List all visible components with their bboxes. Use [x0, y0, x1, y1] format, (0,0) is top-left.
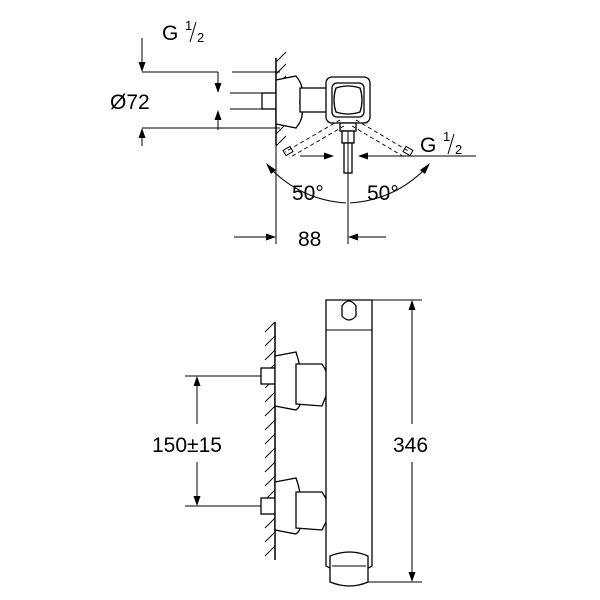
thread-top-numerator: 1 — [185, 18, 192, 33]
thread-side-numerator: 1 — [443, 129, 450, 144]
height-label: 346 — [393, 434, 428, 457]
thread-side-dimension: G 1 2 — [398, 129, 476, 157]
angle-right-label: 50° — [367, 182, 399, 205]
thread-side-prefix: G — [420, 134, 436, 157]
upper-connection — [260, 351, 329, 411]
lower-connection — [260, 477, 329, 535]
depth-dimension: 88 — [234, 145, 386, 251]
thread-top-denominator: 2 — [197, 30, 204, 45]
spacing-label: 150±15 — [152, 434, 222, 457]
thread-top-prefix: G — [162, 22, 178, 45]
angle-dimensions: 50° 50° — [266, 152, 430, 210]
top-fixture — [261, 75, 371, 174]
thread-side-denominator: 2 — [455, 142, 462, 157]
height-dimension: 346 — [356, 299, 428, 583]
diameter-label: Ø72 — [110, 91, 150, 114]
swing-positions — [282, 119, 414, 159]
front-view: 150±15 346 — [152, 299, 428, 587]
depth-label: 88 — [298, 228, 321, 251]
thread-top-dimension: G 1 2 — [142, 18, 262, 130]
angle-left-label: 50° — [292, 182, 324, 205]
spacing-dimension: 150±15 — [152, 375, 261, 507]
diameter-dimension: Ø72 — [110, 38, 280, 146]
front-wall — [264, 321, 276, 560]
top-view: G 1 2 Ø72 — [110, 18, 476, 251]
thermostat-body — [325, 299, 373, 587]
